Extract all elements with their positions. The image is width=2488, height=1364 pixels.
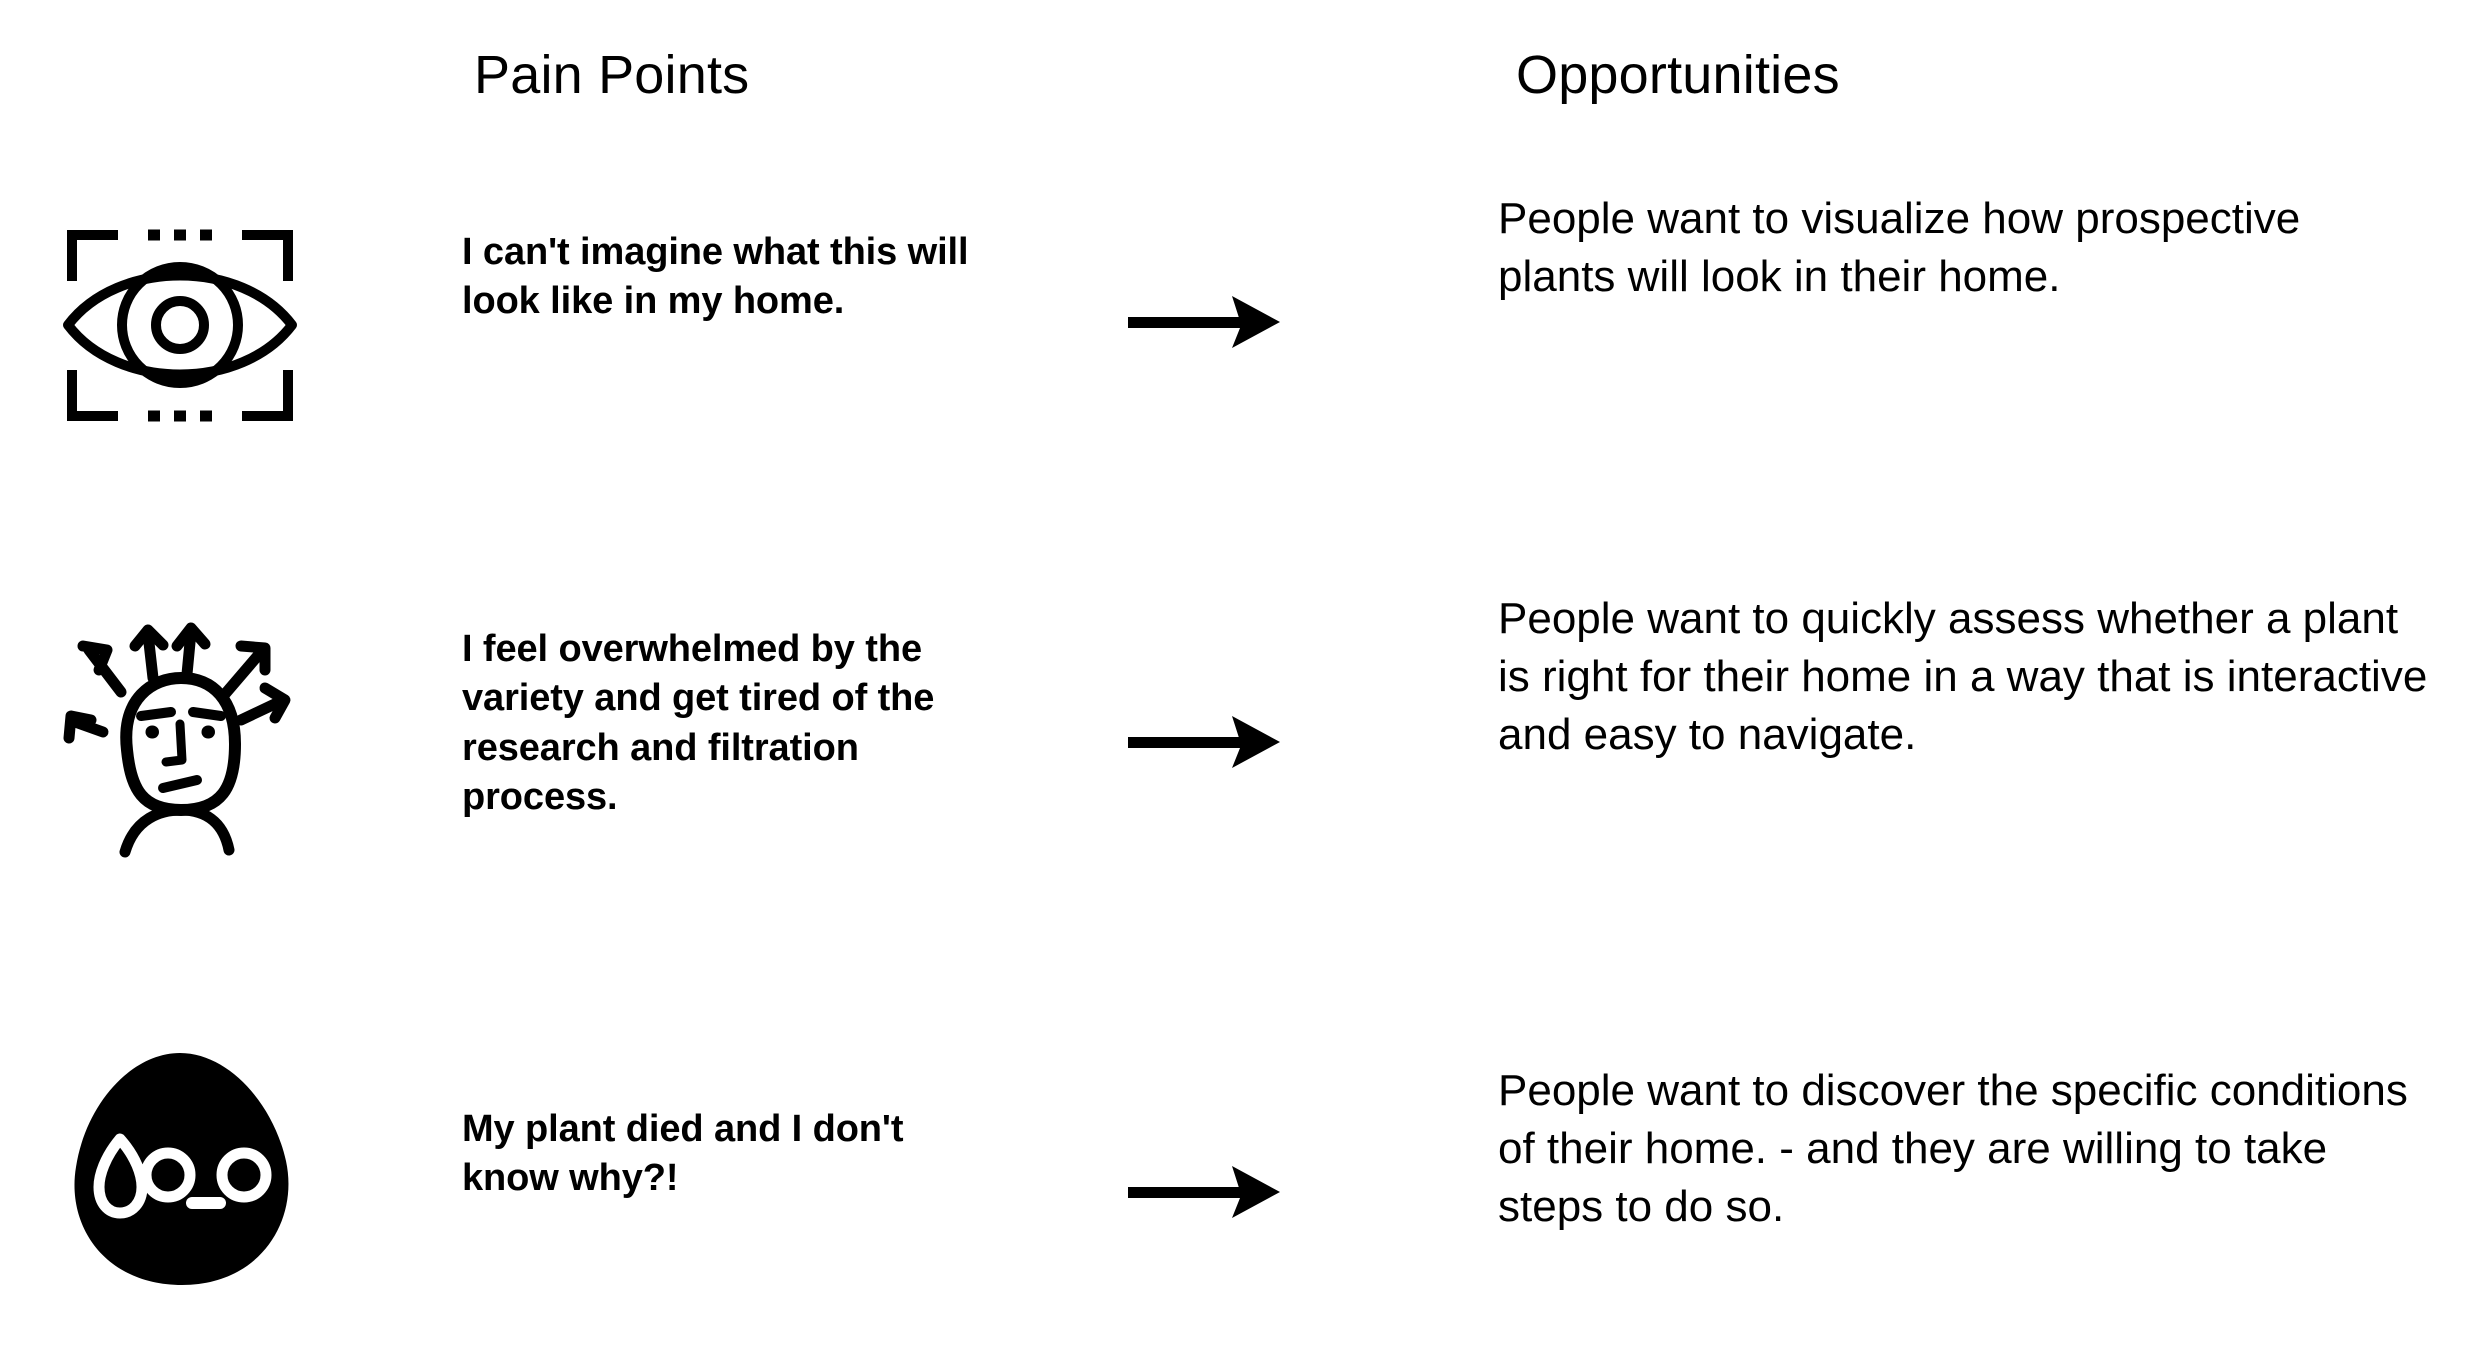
- pain-point-text: My plant died and I don't know why?!: [462, 1108, 904, 1200]
- arrow-right-icon: [1128, 712, 1328, 772]
- connector-cell: [1128, 1162, 1328, 1222]
- connector-cell: [1128, 292, 1328, 352]
- mapping-row: My plant died and I don't know why?! Peo…: [0, 1010, 2488, 1330]
- connector-cell: [1128, 712, 1328, 772]
- column-header-opportunities: Opportunities: [1516, 45, 1840, 105]
- pain-point-text: I can't imagine what this will look like…: [462, 231, 969, 323]
- mapping-row: I can't imagine what this will look like…: [0, 180, 2488, 470]
- arrow-right-icon: [1128, 1162, 1328, 1222]
- mapping-row: I feel overwhelmed by the variety and ge…: [0, 590, 2488, 910]
- column-header-pain-points: Pain Points: [474, 45, 750, 105]
- opportunity-text: People want to discover the specific con…: [1498, 1066, 2408, 1232]
- sweating-blob-face-icon: [58, 1045, 303, 1295]
- opportunity-text: People want to quickly assess whether a …: [1498, 594, 2428, 760]
- overwhelmed-face-icon: [55, 620, 305, 880]
- icon-cell: [30, 180, 330, 470]
- pain-point-text: I feel overwhelmed by the variety and ge…: [462, 628, 935, 819]
- icon-cell: [30, 1010, 330, 1330]
- eye-scan-icon: [60, 223, 300, 428]
- arrow-right-icon: [1128, 292, 1328, 352]
- icon-cell: [30, 590, 330, 910]
- opportunity-text: People want to visualize how prospective…: [1498, 194, 2301, 302]
